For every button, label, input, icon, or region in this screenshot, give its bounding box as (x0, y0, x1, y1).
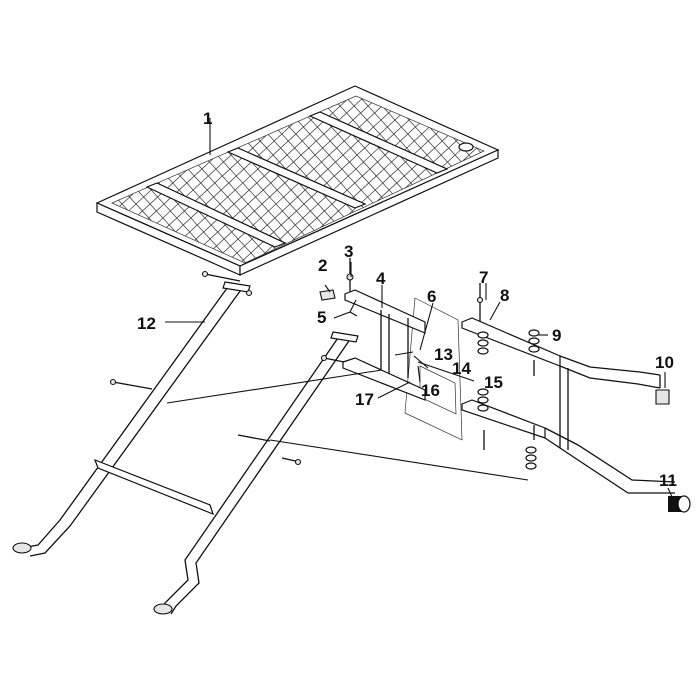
callout-4: 4 (376, 269, 386, 288)
upper-bracket-assembly (319, 258, 426, 401)
callout-labels: 1 2 3 4 5 6 7 8 9 10 11 12 13 14 15 16 1… (137, 109, 677, 490)
leg-frame-12 (12, 270, 359, 615)
callout-15: 15 (484, 373, 503, 392)
callout-8: 8 (500, 286, 509, 305)
leader-lines (165, 118, 673, 498)
callout-12: 12 (137, 314, 156, 333)
callout-2: 2 (318, 256, 327, 275)
callout-16: 16 (421, 381, 440, 400)
callout-13: 13 (434, 345, 453, 364)
callout-14: 14 (452, 359, 471, 378)
callout-6: 6 (427, 287, 436, 306)
callout-5: 5 (317, 308, 326, 327)
callout-17: 17 (355, 390, 374, 409)
callout-10: 10 (655, 353, 674, 372)
callout-1: 1 (203, 109, 212, 128)
callout-7: 7 (479, 268, 488, 287)
callout-9: 9 (552, 326, 561, 345)
spring-washers (477, 329, 540, 470)
callout-11: 11 (659, 471, 677, 490)
callout-3: 3 (344, 242, 353, 261)
wheel-11 (668, 495, 691, 513)
end-cap-10 (655, 389, 670, 405)
